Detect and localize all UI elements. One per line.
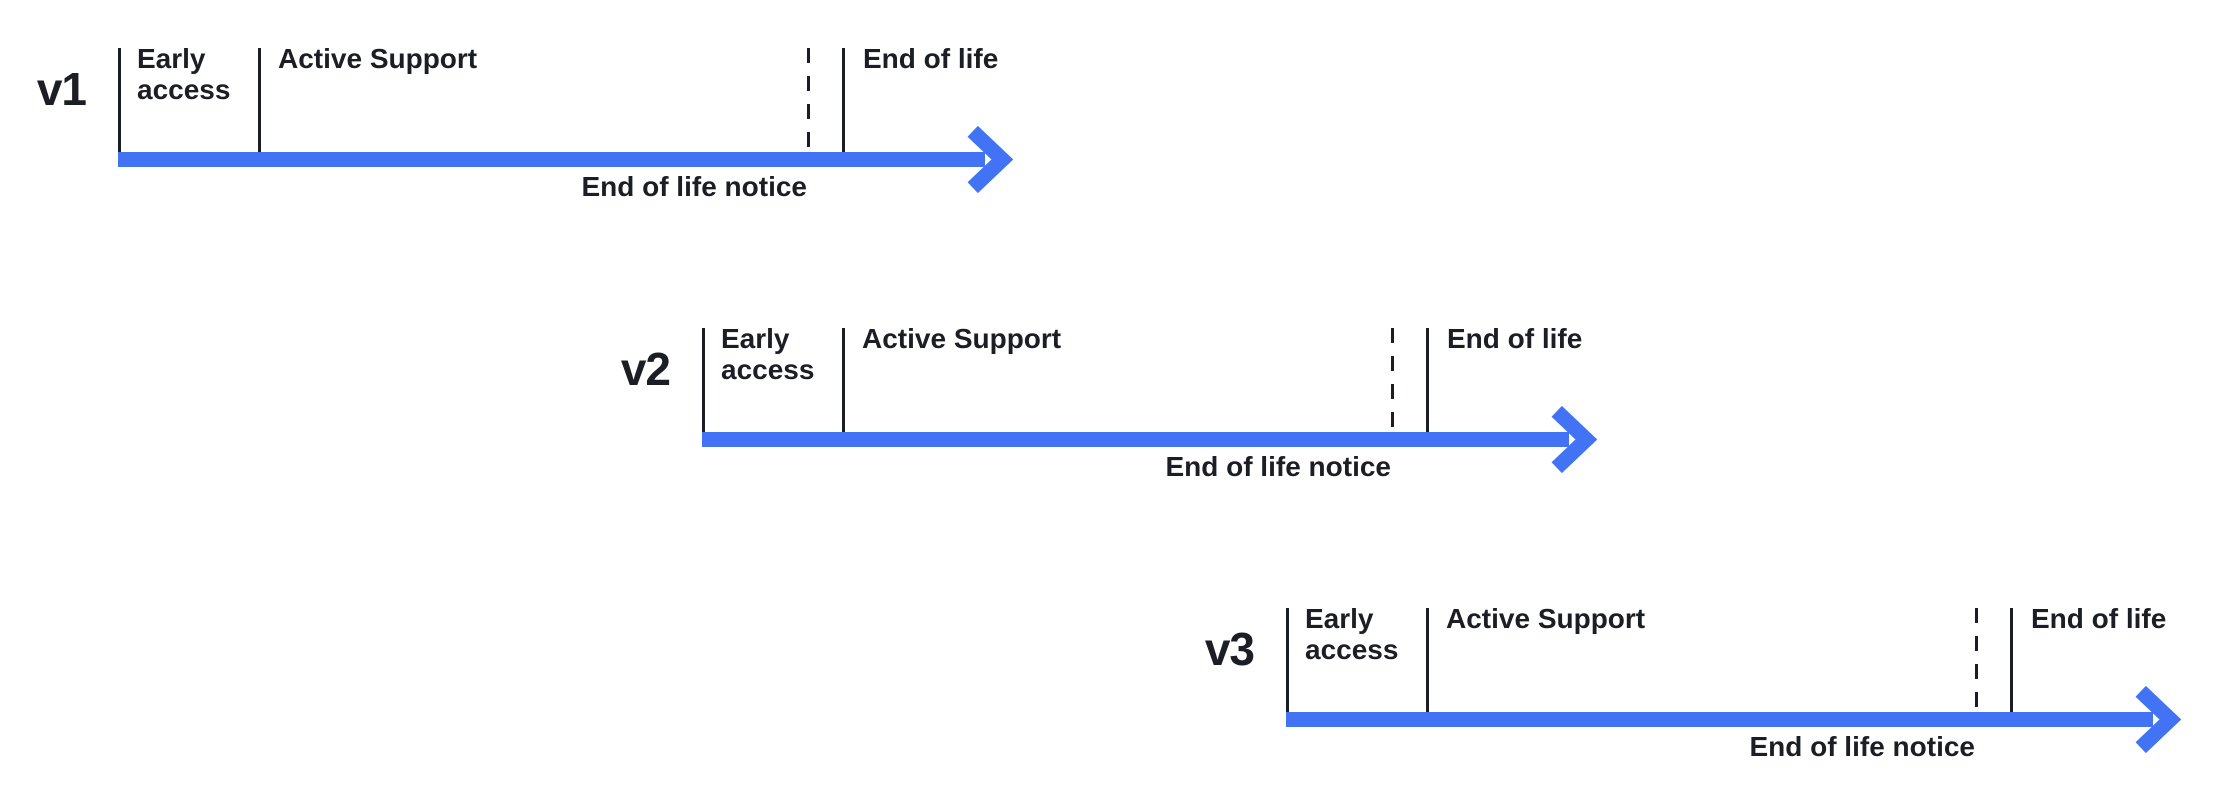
end-of-life-tick: [1426, 328, 1429, 432]
eol-notice-dashed-tick: [1391, 328, 1394, 428]
active-support-label: Active Support: [862, 323, 1062, 354]
version-label: v3: [1204, 623, 1255, 675]
active-support-tick: [258, 48, 261, 152]
active-support-label: Active Support: [1446, 603, 1646, 634]
active-support-tick: [1426, 608, 1429, 712]
early-access-label: Early access: [721, 323, 815, 385]
end-of-life-notice-label: End of life notice: [581, 171, 807, 202]
eol-notice-dashed-tick: [1975, 608, 1978, 708]
end-of-life-label: End of life: [863, 43, 999, 74]
active-support-tick: [842, 328, 845, 432]
version-label: v1: [36, 63, 87, 115]
timeline-v1: v1 Early access Active Support End of li…: [18, 43, 1028, 223]
end-of-life-tick: [842, 48, 845, 152]
version-label: v2: [620, 343, 671, 395]
timeline-arrow-icon: [1286, 685, 2182, 754]
early-access-tick: [118, 48, 121, 152]
timeline-v2: v2 Early access Active Support End of li…: [602, 323, 1612, 503]
early-access-tick: [702, 328, 705, 432]
active-support-label: Active Support: [278, 43, 478, 74]
timeline-arrow-icon: [702, 405, 1598, 474]
end-of-life-label: End of life: [1447, 323, 1583, 354]
end-of-life-notice-label: End of life notice: [1749, 731, 1975, 762]
early-access-tick: [1286, 608, 1289, 712]
early-access-label: Early access: [137, 43, 231, 105]
end-of-life-tick: [2010, 608, 2013, 712]
end-of-life-notice-label: End of life notice: [1165, 451, 1391, 482]
early-access-label: Early access: [1305, 603, 1399, 665]
timeline-v3: v3 Early access Active Support End of li…: [1186, 603, 2196, 783]
end-of-life-label: End of life: [2031, 603, 2167, 634]
timeline-arrow-icon: [118, 125, 1014, 194]
eol-notice-dashed-tick: [807, 48, 810, 148]
